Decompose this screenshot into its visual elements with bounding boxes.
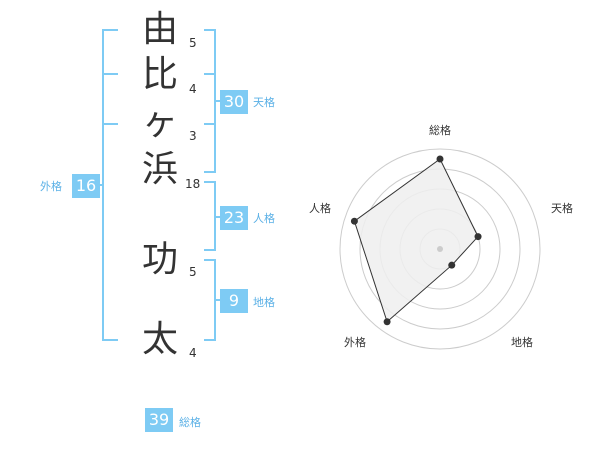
radar-point-chikaku — [448, 261, 456, 269]
name-char-3: ヶ — [141, 102, 178, 143]
radar-points — [350, 155, 482, 326]
radar-label-chikaku: 地格 — [511, 335, 533, 349]
jinkaku-badge: 23 — [220, 206, 248, 230]
radar-point-tenkaku — [474, 233, 482, 241]
radar-label-soukaku: 総格 — [429, 123, 451, 137]
tenkaku-label: 天格 — [253, 96, 275, 109]
radar-label-gaikaku: 外格 — [344, 335, 366, 349]
jinkaku-label: 人格 — [253, 212, 275, 225]
radar-label-jinkaku: 人格 — [309, 201, 331, 215]
radar-center-dot — [437, 246, 443, 252]
name-char-6: 太 — [141, 319, 178, 360]
radar-point-jinkaku — [350, 217, 358, 225]
stroke-count-4: 18 — [185, 177, 201, 191]
gaikaku-badge: 16 — [72, 174, 100, 198]
chikaku-label: 地格 — [253, 296, 275, 309]
gaikaku-label: 外格 — [40, 180, 62, 193]
stroke-count-3: 3 — [189, 129, 197, 143]
name-char-2: 比 — [141, 54, 178, 95]
radar-grid-ring — [339, 148, 541, 350]
name-char-1: 由 — [141, 9, 178, 50]
stroke-count-2: 4 — [189, 82, 197, 96]
radar-shape — [353, 158, 479, 323]
soukaku-label: 総格 — [179, 416, 201, 429]
stroke-count-1: 5 — [189, 36, 197, 50]
radar-point-gaikaku — [383, 318, 391, 326]
tenkaku-badge: 30 — [220, 90, 248, 114]
chikaku-badge: 9 — [220, 289, 248, 313]
radar-label-tenkaku: 天格 — [551, 201, 573, 215]
soukaku-badge: 39 — [145, 408, 173, 432]
stroke-count-6: 4 — [189, 346, 197, 360]
stroke-count-5: 5 — [189, 265, 197, 279]
radar-point-soukaku — [436, 155, 444, 163]
name-char-5: 功 — [141, 239, 178, 280]
name-char-4: 浜 — [141, 149, 178, 190]
